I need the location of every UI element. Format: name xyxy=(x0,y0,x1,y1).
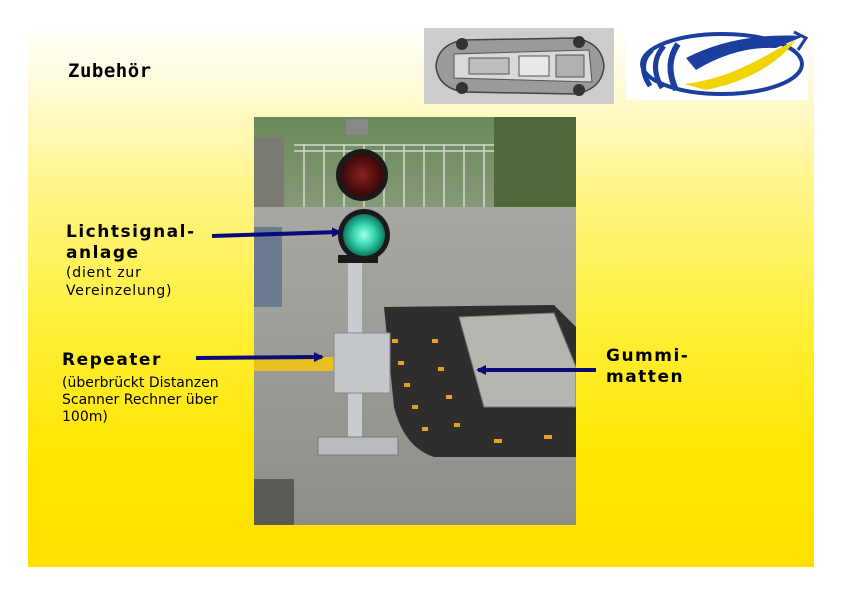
ellipse-swoosh-logo-icon xyxy=(626,28,809,100)
repeater-title: Repeater xyxy=(62,350,162,370)
traffic-light-scene-icon xyxy=(254,117,576,525)
rubber-mats-line2: matten xyxy=(606,367,685,387)
repeater-note-line1: (überbrückt Distanzen xyxy=(62,375,219,391)
repeater-label: Repeater (überbrückt Distanzen Scanner R… xyxy=(62,350,219,426)
slide-title: Zubehör xyxy=(68,60,152,82)
traffic-signal-title-line2: anlage xyxy=(66,243,140,263)
traffic-signal-note-line1: (dient zur xyxy=(66,265,142,281)
repeater-note-line3: 100m) xyxy=(62,409,108,425)
company-logo xyxy=(626,28,809,100)
rubber-mats-line1: Gummi- xyxy=(606,346,690,366)
repeater-note-line2: Scanner Rechner über xyxy=(62,392,218,408)
traffic-signal-label: Lichtsignal- anlage (dient zur Vereinzel… xyxy=(66,222,196,300)
rubber-mats-label: Gummi- matten xyxy=(606,346,689,388)
traffic-signal-note-line2: Vereinzelung) xyxy=(66,283,173,299)
traffic-light-photo xyxy=(254,117,576,525)
car-thumbnail-image xyxy=(424,28,614,104)
car-top-view-icon xyxy=(424,28,614,104)
traffic-signal-title-line1: Lichtsignal- xyxy=(66,222,196,242)
